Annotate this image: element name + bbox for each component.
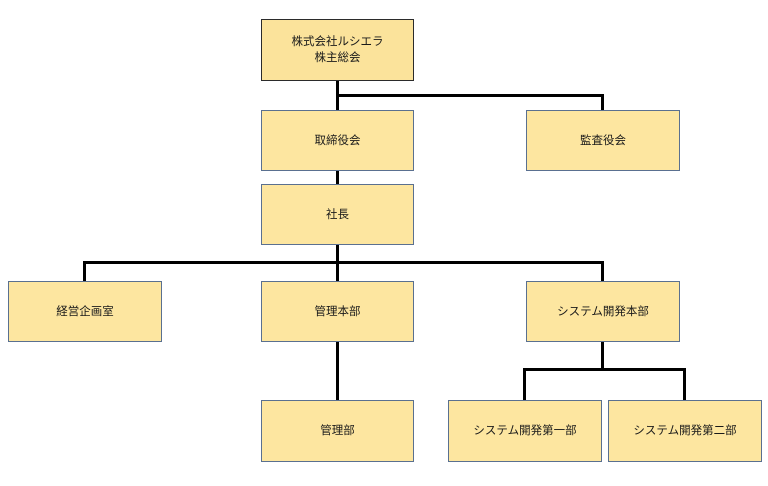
connector-shareholders-branch bbox=[336, 94, 604, 97]
node-corp-planning: 経営企画室 bbox=[8, 281, 162, 342]
node-label-board: 取締役会 bbox=[314, 132, 361, 147]
node-label-president: 社長 bbox=[326, 206, 349, 221]
connector-to-auditors bbox=[601, 94, 604, 110]
node-shareholders-meeting: 株式会社ルシエラ 株主総会 bbox=[261, 19, 414, 81]
node-admin-dept: 管理部 bbox=[261, 400, 414, 462]
node-system-dept2: システム開発第二部 bbox=[608, 400, 762, 462]
node-label-admin-dept: 管理部 bbox=[320, 423, 355, 438]
node-system-hq: システム開発本部 bbox=[526, 281, 680, 342]
connector-to-corp-planning bbox=[83, 261, 86, 281]
node-system-dept1: システム開発第一部 bbox=[448, 400, 602, 462]
node-president: 社長 bbox=[261, 184, 414, 245]
node-label-corp-planning: 経営企画室 bbox=[56, 303, 114, 318]
connector-to-system-dept2 bbox=[683, 368, 686, 400]
node-label-auditors: 監査役会 bbox=[580, 132, 626, 147]
node-label-admin-hq: 管理本部 bbox=[314, 303, 361, 318]
node-label-shareholders-meeting: 株主総会 bbox=[314, 50, 361, 64]
connector-system-hq-down bbox=[601, 342, 604, 370]
connector-admin-hq-to-admin-dept bbox=[336, 342, 339, 400]
node-admin-hq: 管理本部 bbox=[261, 281, 414, 342]
node-board: 取締役会 bbox=[261, 110, 414, 171]
connector-to-system-dept1 bbox=[523, 368, 526, 400]
node-label-system-dept1: システム開発第一部 bbox=[473, 423, 577, 438]
connector-board-to-president bbox=[336, 171, 339, 184]
node-label-system-dept2: システム開発第二部 bbox=[633, 423, 737, 438]
node-label-system-hq: システム開発本部 bbox=[557, 303, 649, 318]
connector-departments-branch bbox=[83, 261, 604, 264]
connector-system-depts-branch bbox=[523, 368, 686, 371]
node-label-company: 株式会社ルシエラ bbox=[291, 34, 384, 49]
node-auditors: 監査役会 bbox=[526, 110, 680, 171]
connector-to-system-hq bbox=[601, 261, 604, 281]
